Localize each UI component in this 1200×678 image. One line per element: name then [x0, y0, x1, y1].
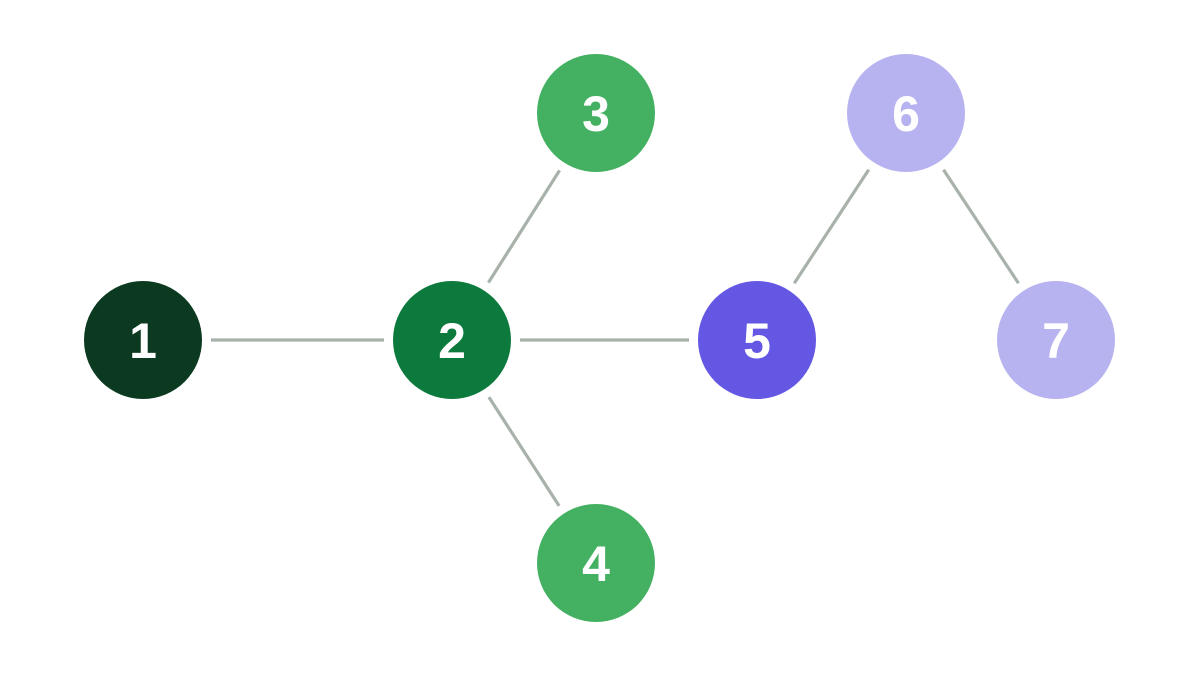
graph-edge-6-7	[942, 168, 1020, 285]
node-label-1: 1	[129, 313, 157, 369]
node-label-2: 2	[438, 313, 466, 369]
graph-node-4: 4	[537, 504, 655, 622]
graph-edge-2-3	[487, 169, 561, 284]
node-label-6: 6	[892, 86, 920, 142]
node-circle-1	[84, 281, 202, 399]
node-label-7: 7	[1042, 313, 1070, 369]
graph-node-7: 7	[997, 281, 1115, 399]
node-circle-2	[393, 281, 511, 399]
graph-node-6: 6	[847, 54, 965, 172]
graph-node-2: 2	[393, 281, 511, 399]
graph-node-1: 1	[84, 281, 202, 399]
node-circle-5	[698, 281, 816, 399]
node-label-4: 4	[582, 536, 610, 592]
node-label-3: 3	[582, 86, 610, 142]
graph-edge-5-6	[792, 168, 871, 285]
graph-node-5: 5	[698, 281, 816, 399]
node-circle-7	[997, 281, 1115, 399]
node-circle-6	[847, 54, 965, 172]
graph-node-3: 3	[537, 54, 655, 172]
node-circle-4	[537, 504, 655, 622]
graph-edge-2-4	[487, 396, 561, 507]
node-label-5: 5	[743, 313, 771, 369]
node-circle-3	[537, 54, 655, 172]
